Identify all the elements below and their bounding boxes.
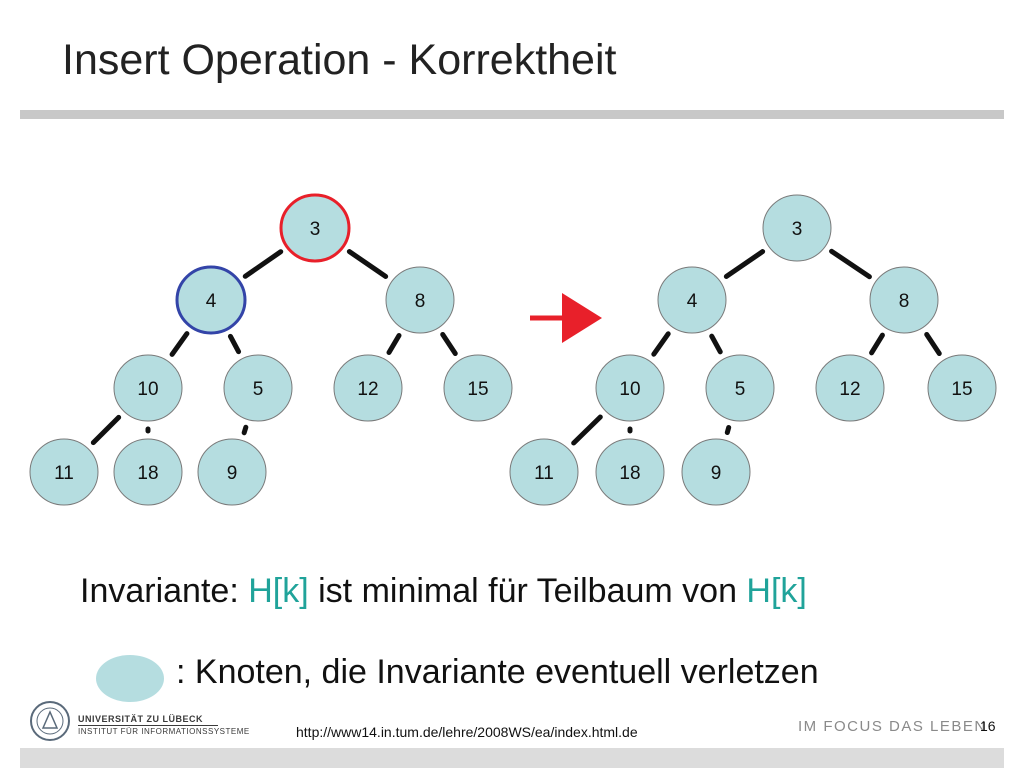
tree-before-node-label: 4 — [206, 291, 217, 312]
tree-before-edge — [227, 333, 242, 355]
tree-before-node-11 — [29, 438, 99, 506]
tree-before-edge — [242, 249, 284, 279]
tree-before-edge — [241, 424, 249, 436]
tree-before-edge — [346, 249, 389, 279]
tree-after-edge — [829, 248, 872, 280]
legend-text: : Knoten, die Invariante eventuell verle… — [176, 653, 819, 691]
tree-after-node-label: 18 — [619, 463, 640, 484]
tree-before-node-label: 9 — [227, 463, 238, 484]
tree-after-node-9 — [681, 438, 751, 506]
tree-before-edge — [440, 331, 458, 357]
tree-after-node-4 — [657, 266, 727, 334]
tree-before-node-label: 10 — [137, 379, 158, 400]
tree-before-node-12 — [333, 354, 403, 422]
tree-before-node-9 — [197, 438, 267, 506]
tree-before-node-label: 12 — [357, 379, 378, 400]
university-seal-icon — [30, 701, 70, 741]
invariant-prefix: Invariante: — [80, 572, 249, 610]
invariant-middle: ist minimal für Teilbaum von — [308, 572, 747, 610]
tree-after-node-15 — [927, 354, 997, 422]
tree-before-node-15 — [443, 354, 513, 422]
tree-before-node-label: 11 — [54, 463, 74, 484]
invariant-hk-1: H[k] — [248, 572, 309, 610]
tree-before-edge — [169, 331, 190, 357]
footer-motto: IM FOCUS DAS LEBEN — [798, 718, 987, 735]
tree-after-node-label: 5 — [735, 379, 746, 400]
title-divider — [20, 110, 1004, 119]
tree-before-node-label: 3 — [310, 219, 321, 240]
footer-bar — [20, 748, 1004, 768]
tree-before-node-label: 8 — [415, 291, 426, 312]
tree-after-node-11 — [509, 438, 579, 506]
tree-before-node-label: 5 — [253, 379, 264, 400]
tree-after-node-3 — [762, 194, 832, 262]
tree-after-edge — [651, 331, 671, 357]
tree-before-node-4 — [175, 265, 247, 335]
tree-after-node-10 — [595, 354, 665, 422]
heap-diagram: 3 4 8 10 5 12 15 11 18 9 3 4 8 10 5 12 15 11 18 9 — [29, 193, 997, 506]
tree-after-edge — [709, 333, 723, 355]
tree-after-edge — [571, 414, 603, 446]
tree-after-node-label: 8 — [899, 291, 910, 312]
tree-after-node-label: 15 — [951, 379, 972, 400]
tree-after-node-18 — [595, 438, 665, 506]
tree-before-node-label: 15 — [467, 379, 488, 400]
tree-after-node-label: 9 — [711, 463, 722, 484]
invariant-hk-2: H[k] — [746, 572, 807, 610]
university-divider — [78, 725, 218, 726]
institute-name: INSTITUT FÜR INFORMATIONSSYSTEME — [78, 727, 250, 736]
slide-title: Insert Operation - Korrektheit — [62, 36, 617, 84]
slide-number: 16 — [980, 718, 996, 734]
tree-before-node-5 — [223, 354, 293, 422]
university-name: UNIVERSITÄT ZU LÜBECK — [78, 714, 203, 724]
tree-before-node-18 — [113, 438, 183, 506]
tree-before-edge — [90, 414, 122, 446]
tree-before-node-10 — [113, 354, 183, 422]
invariant-statement: Invariante: H[k] ist minimal für Teilbau… — [80, 572, 807, 611]
tree-after-edge — [723, 249, 766, 279]
tree-after-edge — [724, 424, 732, 436]
tree-after-node-8 — [869, 266, 939, 334]
source-url[interactable]: http://www14.in.tum.de/lehre/2008WS/ea/i… — [296, 724, 638, 740]
tree-before-node-8 — [385, 266, 455, 334]
tree-after-node-5 — [705, 354, 775, 422]
tree-after-node-label: 10 — [619, 379, 640, 400]
tree-before-node-label: 18 — [137, 463, 158, 484]
tree-after-node-label: 11 — [534, 463, 554, 484]
tree-after-edge — [869, 332, 885, 356]
tree-after-node-label: 3 — [792, 219, 803, 240]
tree-after: 3 4 8 10 5 12 15 11 18 9 — [509, 194, 997, 506]
tree-before-node-3 — [279, 193, 351, 263]
tree-after-node-label: 4 — [687, 291, 698, 312]
tree-after-node-label: 12 — [839, 379, 860, 400]
tree-before-edge — [386, 333, 402, 355]
tree-after-edge — [924, 331, 942, 357]
tree-after-node-12 — [815, 354, 885, 422]
tree-before: 3 4 8 10 5 12 15 11 18 9 — [29, 193, 513, 506]
legend-node-swatch — [96, 655, 164, 702]
